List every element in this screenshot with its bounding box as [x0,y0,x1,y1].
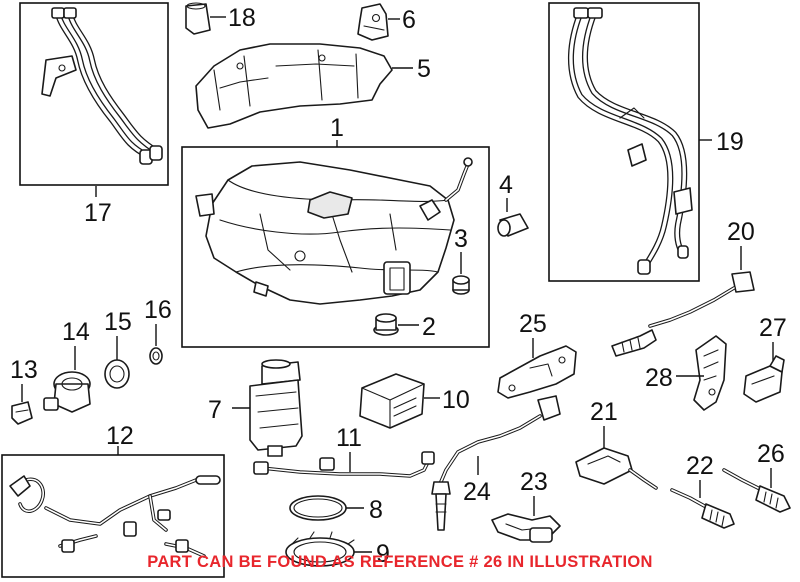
callout-28: 28 [645,364,673,392]
callout-8: 8 [369,496,383,524]
callout-11: 11 [336,424,362,452]
part-6-bracket[interactable] [357,3,389,41]
part-13-clip[interactable] [11,401,33,425]
callout-7: 7 [208,396,222,424]
callout-15: 15 [104,308,132,336]
part-7-fuel-pump[interactable] [249,359,303,457]
callout-2: 2 [422,313,436,341]
callout-22: 22 [686,452,714,480]
callout-23: 23 [520,468,548,496]
callout-1: 1 [330,114,344,142]
part-22-sensor[interactable] [670,488,735,529]
part-15-seal[interactable] [104,359,130,389]
part-20-sensor[interactable] [611,271,755,357]
part-4-bushing[interactable] [497,213,529,237]
callout-14: 14 [62,318,90,346]
callout-12: 12 [106,422,134,450]
callout-24: 24 [463,478,491,506]
part-10-control-module[interactable] [359,373,425,429]
part-12-harness-set[interactable] [9,475,221,558]
callout-10: 10 [442,386,470,414]
callout-21: 21 [590,398,618,426]
callout-20: 20 [727,218,755,246]
callout-5: 5 [417,55,431,83]
callout-6: 6 [402,6,416,34]
part-21-sensor-module[interactable] [575,447,658,490]
part-3-cap[interactable] [452,275,470,295]
part-5-heat-shield[interactable] [195,43,393,129]
part-26-sensor[interactable] [722,468,791,513]
callout-25: 25 [519,310,547,338]
harness-group-box-12 [1,454,225,578]
part-28-bracket[interactable] [693,335,727,411]
part-18-bumper[interactable] [185,2,211,35]
part-17-fuel-lines[interactable] [41,7,163,165]
part-23-connector[interactable] [491,513,561,543]
part-24-sensor-cable[interactable] [431,395,561,531]
callout-19: 19 [716,128,744,156]
fuel-line-group-box-19 [548,2,700,282]
callout-26: 26 [757,440,785,468]
callout-4: 4 [499,171,513,199]
part-16-o-ring[interactable] [149,347,163,365]
callout-3: 3 [454,225,468,253]
reference-banner: PART CAN BE FOUND AS REFERENCE # 26 IN I… [147,553,653,571]
callout-16: 16 [144,296,172,324]
part-9-lock-ring[interactable] [285,531,355,567]
part-27-sensor[interactable] [743,355,785,403]
part-25-bracket[interactable] [497,345,577,399]
callout-18: 18 [228,4,256,32]
callout-27: 27 [759,314,787,342]
fuel-line-group-box-17 [19,2,169,186]
part-11-harness[interactable] [253,451,435,478]
part-1-fuel-tank[interactable] [195,157,473,305]
part-8-seal-ring[interactable] [289,495,347,521]
callout-13: 13 [10,356,38,384]
part-2-grommet[interactable] [373,313,399,336]
callout-9: 9 [376,540,390,568]
callout-17: 17 [84,199,112,227]
part-19-fuel-lines[interactable] [568,7,693,275]
part-14-valve[interactable] [43,371,91,413]
fuel-tank-group-box [181,146,490,348]
